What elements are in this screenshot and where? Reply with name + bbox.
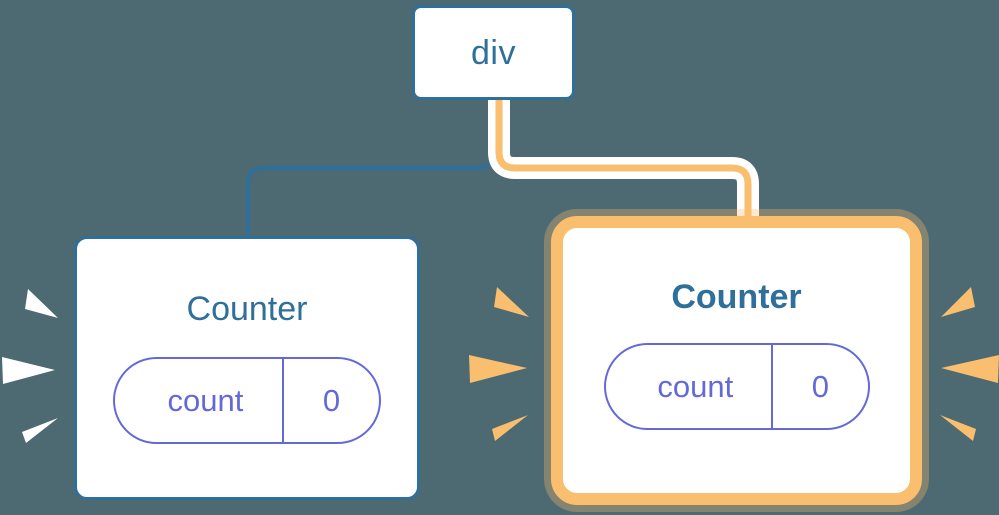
- node-counter-left[interactable]: Counter count 0: [74, 236, 420, 500]
- spark-wedge: [22, 418, 58, 443]
- edge-div-to-counter-right: [495, 96, 752, 238]
- spark-wedge: [941, 355, 999, 383]
- sparks-right-of-counter-left: [469, 287, 529, 441]
- node-div[interactable]: div: [412, 5, 575, 100]
- spark-wedge: [492, 415, 528, 441]
- state-value: 0: [811, 368, 829, 404]
- spark-wedge: [940, 415, 976, 441]
- node-div-label: div: [471, 33, 516, 72]
- state-pill-counter-right: count 0: [603, 343, 870, 430]
- state-key: count: [115, 359, 284, 442]
- node-counter-right[interactable]: Counter count 0: [551, 216, 922, 505]
- node-counter-left-label: Counter: [186, 290, 308, 328]
- state-key: count: [606, 345, 774, 428]
- spark-wedge: [2, 357, 55, 384]
- node-counter-right-label: Counter: [671, 278, 802, 316]
- state-pill-counter-left: count 0: [113, 357, 381, 444]
- spark-wedge: [494, 287, 529, 317]
- spark-wedge: [469, 355, 527, 383]
- sparks-left-of-counter-left: [2, 289, 58, 443]
- sparks-right-of-counter-right: [940, 287, 999, 441]
- spark-wedge: [25, 289, 58, 318]
- state-value: 0: [322, 382, 341, 418]
- spark-wedge: [941, 287, 975, 317]
